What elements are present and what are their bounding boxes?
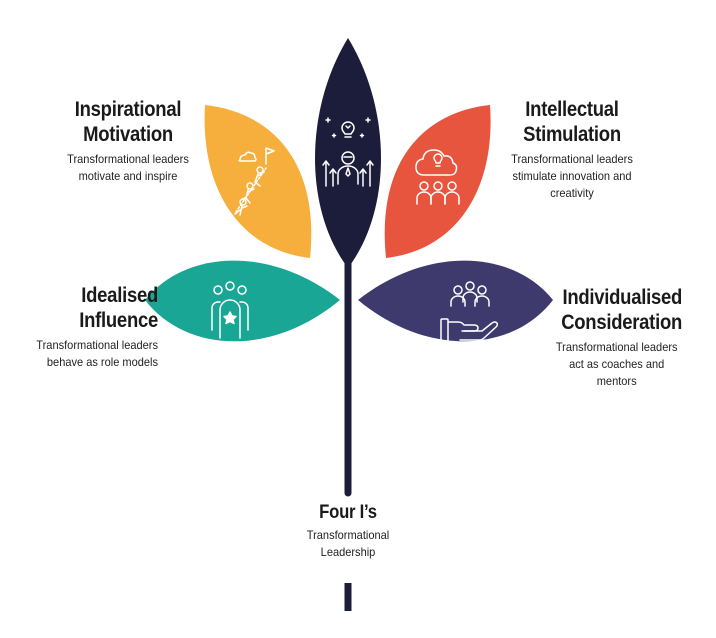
hand-people-icon [440,281,499,342]
petal-top [315,38,381,268]
title-intellectual-stimulation: Intellectual Stimulation [523,98,621,146]
desc-idealised-influence: Transformational leaders behave as role … [36,338,158,369]
label-four-is: Four I’s Transformational Leadership [278,502,418,561]
desc-intellectual-stimulation: Transformational leaders stimulate innov… [511,152,633,200]
label-individualised-consideration: Individualised Consideration Transformat… [520,285,682,390]
leader-idea-icon [322,117,374,187]
team-star-icon [211,281,249,339]
title-idealised-influence: Idealised Influence [79,284,158,332]
petal-individualised [358,260,553,342]
title-individualised-consideration: Individualised Consideration [561,286,682,334]
climbing-team-icon [234,147,275,216]
petal-inspirational [204,105,312,258]
center-title: Four I’s [319,502,377,523]
label-idealised-influence: Idealised Influence Transformational lea… [8,283,158,371]
brainstorm-group-icon [415,149,460,205]
label-inspirational-motivation: Inspirational Motivation Transformationa… [48,97,208,185]
center-subtitle: Transformational Leadership [306,528,390,559]
petal-idealised [145,260,340,342]
desc-inspirational-motivation: Transformational leaders motivate and in… [67,152,189,183]
label-intellectual-stimulation: Intellectual Stimulation Transformationa… [493,97,651,202]
desc-individualised-consideration: Transformational leaders act as coaches … [555,340,678,388]
title-inspirational-motivation: Inspirational Motivation [74,98,182,146]
